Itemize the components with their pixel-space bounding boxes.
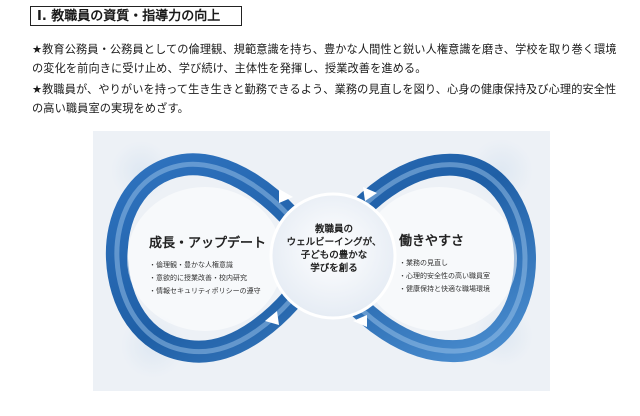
section-title: Ⅰ. 教職員の資質・指導力の向上 xyxy=(30,6,242,26)
list-item: 心理的安全性の高い職員室 xyxy=(399,270,490,283)
left-heading: 成長・アップデート xyxy=(149,236,267,251)
center-line: 学びを創る xyxy=(310,263,358,274)
arrow-icon xyxy=(265,311,279,325)
arrow-icon xyxy=(353,315,367,327)
list-item: 健康保持と快適な職場環境 xyxy=(399,283,490,296)
arrow-icon xyxy=(363,187,377,201)
left-panel: 成長・アップデート 倫理観・豊かな人権意識 意欲的に授業改善・校内研究 情報セキ… xyxy=(149,232,266,298)
left-list: 倫理観・豊かな人権意識 意欲的に授業改善・校内研究 情報セキュリティポリシーの遵… xyxy=(149,259,266,298)
center-circle xyxy=(269,192,397,320)
list-item: 倫理観・豊かな人権意識 xyxy=(149,259,266,272)
paragraph-1: ★教育公務員・公務員としての倫理観、規範意識を持ち、豊かな人間性と鋭い人権意識を… xyxy=(32,43,617,75)
paragraph-2: ★教職員が、やりがいを持って生き生きと勤務できるよう、業務の見直しを図り、心身の… xyxy=(32,83,617,115)
right-list: 業務の見直し 心理的安全性の高い職員室 健康保持と快適な職場環境 xyxy=(399,257,490,296)
center-line: 教職員の xyxy=(314,224,353,235)
right-heading: 働きやすさ xyxy=(399,234,465,249)
right-panel: 働きやすさ 業務の見直し 心理的安全性の高い職員室 健康保持と快適な職場環境 xyxy=(399,230,490,296)
arrow-icon xyxy=(279,189,293,203)
wellbeing-infinity-figure: 教職員の ウェルビーイングが、 子どもの豊かな 学びを創る 成長・アップデート … xyxy=(93,131,550,391)
list-item: 意欲的に授業改善・校内研究 xyxy=(149,272,266,285)
list-item: 情報セキュリティポリシーの遵守 xyxy=(149,285,266,298)
center-line: ウェルビーイングが、 xyxy=(286,237,382,248)
center-line: 子どもの豊かな xyxy=(300,250,368,261)
list-item: 業務の見直し xyxy=(399,257,490,270)
center-message: 教職員の ウェルビーイングが、 子どもの豊かな 学びを創る xyxy=(279,223,389,275)
